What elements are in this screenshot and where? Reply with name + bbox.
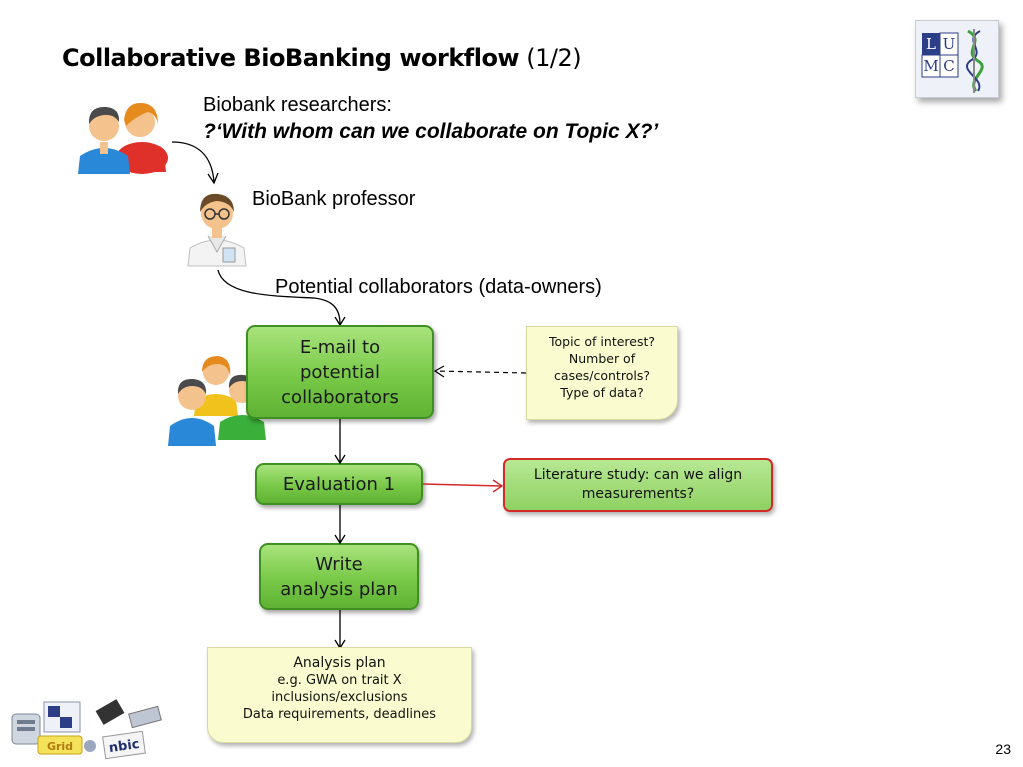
- evaluation-box-label: Evaluation 1: [282, 473, 396, 495]
- literature-box-line1: Literature study: can we align: [533, 467, 743, 483]
- lumc-logo-graphic: L U M C: [921, 29, 984, 93]
- literature-study-box: Literature study: can we align measureme…: [503, 458, 773, 512]
- researchers-label: Biobank researchers:: [203, 94, 392, 116]
- title-suffix: (1/2): [519, 44, 582, 72]
- grid-logo-text: Grid: [47, 740, 73, 753]
- email-box-line3: collaborators: [281, 386, 399, 408]
- analysis-plan-line1: e.g. GWA on trait X: [277, 673, 402, 688]
- literature-box-line2: measurements?: [581, 486, 695, 502]
- analysis-plan-note: Analysis plan e.g. GWA on trait X inclus…: [207, 647, 472, 743]
- server-icon: [11, 713, 41, 745]
- professor-label: BioBank professor: [252, 188, 416, 210]
- collaborators-label: Potential collaborators (data-owners): [275, 276, 602, 298]
- email-box-line1: E-mail to: [299, 336, 381, 358]
- flow-vertical-arrows: [334, 419, 346, 650]
- nbic-logo-text: nbic: [108, 737, 141, 756]
- professor-icon: [187, 193, 247, 267]
- lumc-letter-c: C: [943, 57, 954, 75]
- email-collaborators-box: E-mail to potential collaborators: [246, 325, 434, 419]
- nbic-logo-icon: nbic: [102, 730, 146, 760]
- analysis-plan-line3: Data requirements, deadlines: [242, 707, 437, 722]
- page-number: 23: [995, 741, 1011, 757]
- write-analysis-plan-box: Write analysis plan: [259, 543, 419, 610]
- small-lumc-logo-icon: [43, 701, 81, 733]
- chip-icon: [95, 699, 162, 729]
- arrow-topic-note-to-email: [433, 365, 527, 378]
- researchers-question: ?‘With whom can we collaborate on Topic …: [203, 120, 659, 143]
- title-main: Collaborative BioBanking workflow: [62, 44, 520, 72]
- page-title: Collaborative BioBanking workflow (1/2): [62, 44, 582, 72]
- analysis-plan-heading: Analysis plan: [293, 655, 386, 671]
- researchers-icon: [78, 102, 168, 174]
- evaluation-1-box: Evaluation 1: [255, 463, 423, 505]
- topic-note-line3: cases/controls?: [554, 368, 650, 383]
- arrow-researchers-to-professor: [171, 141, 219, 185]
- topic-note-line4: Type of data?: [560, 385, 644, 400]
- topic-of-interest-note: Topic of interest? Number of cases/contr…: [526, 326, 678, 420]
- email-box-line2: potential: [299, 361, 381, 383]
- topic-note-line1: Topic of interest?: [548, 334, 656, 349]
- lumc-logo: L U M C: [915, 20, 999, 98]
- topic-note-line2: Number of: [568, 351, 636, 366]
- partner-logos: Grid nbic: [11, 699, 162, 760]
- write-box-line2: analysis plan: [280, 578, 398, 600]
- lumc-letter-m: M: [923, 57, 938, 75]
- write-box-line1: Write: [315, 553, 363, 575]
- grid-logo-icon: Grid: [37, 735, 96, 755]
- arrow-evaluation-to-literature: [422, 479, 504, 493]
- lumc-letter-u: U: [943, 35, 956, 53]
- lumc-letter-l: L: [926, 35, 936, 53]
- analysis-plan-line2: inclusions/exclusions: [271, 690, 408, 705]
